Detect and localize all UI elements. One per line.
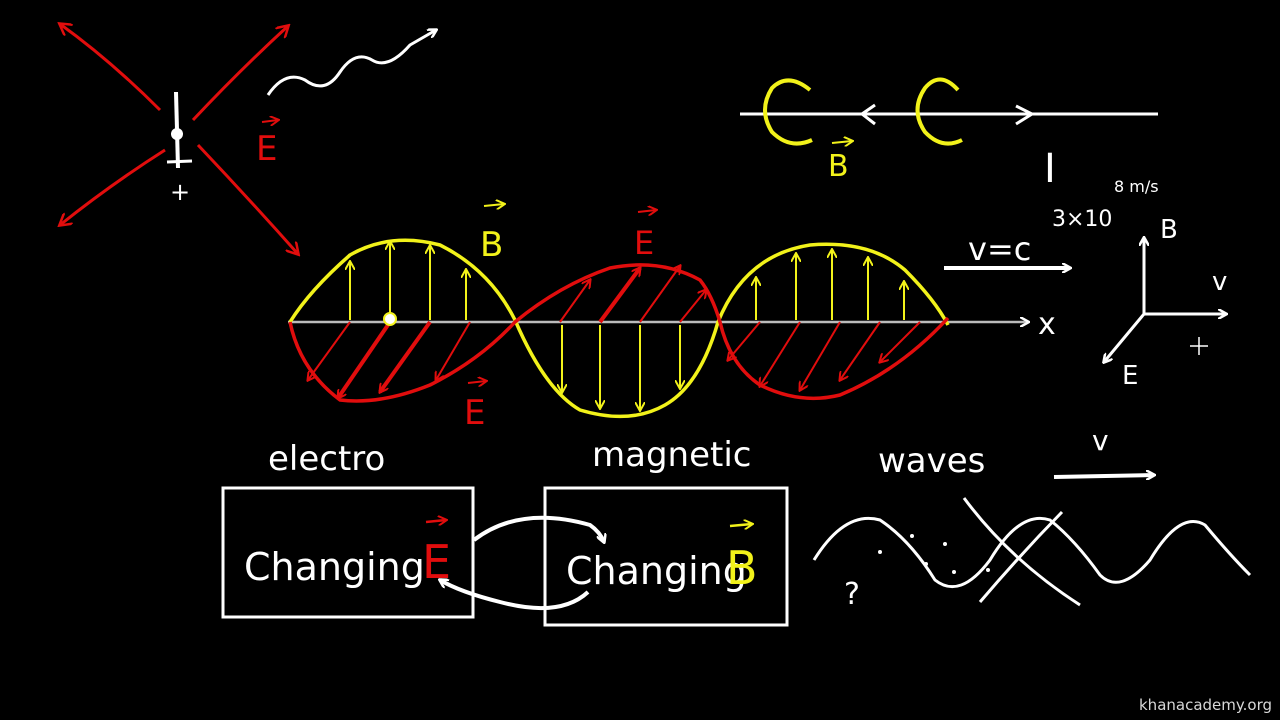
e-vector-label-wave-top: E — [634, 224, 654, 262]
dipole-diagram: + E — [60, 24, 436, 254]
e-field-arrows — [308, 266, 921, 398]
field-arrow-downright — [196, 143, 298, 254]
crossed-wave — [962, 497, 1081, 607]
e-field-wave — [288, 263, 950, 403]
x-axis-label: x — [1038, 307, 1056, 342]
velocity-and-axes: v=c 3×10 8 m/s B v E — [944, 177, 1227, 391]
question-mark: ? — [844, 577, 860, 612]
velocity-equation: v=c — [968, 230, 1031, 268]
small-v: v — [1092, 424, 1109, 457]
word-magnetic: magnetic — [592, 435, 751, 475]
wave-dots — [878, 534, 990, 574]
changing-e-symbol: E — [422, 535, 451, 589]
wave-velocity-arrow — [1053, 475, 1154, 477]
sine-wave — [812, 516, 1252, 589]
b-vector-label-wave: B — [480, 225, 503, 265]
watermark: khanacademy.org — [1139, 696, 1272, 714]
box-changing-b — [543, 486, 789, 627]
changing-b-symbol: B — [726, 541, 758, 595]
axis-b-label: B — [1160, 215, 1178, 245]
cycle-arrow-top — [472, 515, 604, 542]
speed-exponent: 8 m/s — [1114, 177, 1159, 196]
axis-e — [1104, 313, 1146, 362]
axis-e-label: E — [1122, 361, 1138, 391]
cycle-arrow-bottom — [440, 580, 590, 611]
b-loop-1 — [763, 78, 813, 146]
changing-e-text: Changing — [244, 545, 425, 589]
waves-sketch: waves v ? — [812, 424, 1252, 612]
word-waves: waves — [878, 441, 985, 481]
b-vector-label-current: B — [828, 149, 849, 184]
field-arrow-downleft — [60, 148, 166, 225]
changing-b-text: Changing — [566, 549, 747, 593]
field-arrow-upright — [191, 26, 288, 122]
plus-sign: + — [170, 178, 190, 206]
b-loop-2 — [915, 77, 963, 146]
axis-v-label: v — [1212, 267, 1227, 297]
current-wire-diagram: B I — [740, 77, 1158, 192]
squiggle-wave-arrow — [266, 30, 436, 96]
b-field-arrows — [350, 242, 904, 410]
em-wave-diagram: x — [288, 204, 1056, 433]
dipole-center — [171, 128, 183, 140]
e-vector-label-wave-bottom: E — [464, 393, 485, 433]
changing-fields-diagram: electro magnetic Changing E Changing B — [221, 435, 789, 627]
speed-value: 3×10 — [1052, 207, 1112, 232]
box-changing-e — [221, 486, 475, 619]
field-arrow-upleft — [60, 24, 162, 112]
b-field-wave — [288, 238, 950, 419]
e-vector-label-dipole: E — [256, 129, 277, 169]
origin-dot — [383, 312, 397, 326]
cursor-crosshair-icon — [1190, 337, 1208, 355]
current-label: I — [1044, 146, 1056, 192]
word-electro: electro — [268, 439, 385, 479]
